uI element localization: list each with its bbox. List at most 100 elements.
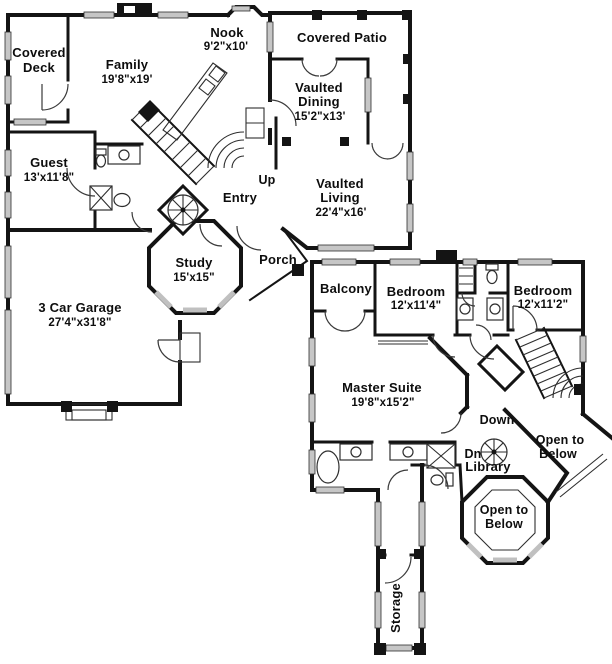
window xyxy=(83,11,115,19)
entry-spiral-stair xyxy=(156,183,210,237)
stair-newel xyxy=(138,100,160,122)
room-label-entry: Entry xyxy=(223,190,258,205)
door-arc xyxy=(423,464,449,490)
room-label-covered-deck-2: Deck xyxy=(23,60,55,75)
room-dims-bedroom-left: 12'x11'4" xyxy=(391,300,441,312)
window xyxy=(231,5,251,12)
room-label-living-2: Living xyxy=(320,190,359,205)
deck-railing xyxy=(555,453,608,498)
stair-label-up: Up xyxy=(258,173,275,187)
sink xyxy=(459,303,471,315)
sink xyxy=(402,446,414,458)
room-dims-living: 22'4"x16' xyxy=(315,207,366,219)
toilet xyxy=(95,154,107,168)
room-dims-nook: 9'2"x10' xyxy=(204,41,249,53)
stoop-post-right xyxy=(107,401,118,412)
window xyxy=(308,449,316,475)
door-arc xyxy=(440,412,462,434)
door-arc xyxy=(157,339,181,363)
room-label-living: Vaulted xyxy=(316,176,364,191)
stair-treads xyxy=(515,327,573,399)
door-arc xyxy=(131,211,153,233)
open-to-below-side: Open to xyxy=(536,433,585,447)
window xyxy=(308,393,316,423)
room-label-garage: 3 Car Garage xyxy=(38,300,121,315)
window xyxy=(317,244,375,252)
room-label-dining-2: Dining xyxy=(298,94,340,109)
garage-stoop-inner xyxy=(71,409,107,421)
window xyxy=(406,203,414,233)
dining-column xyxy=(282,137,291,146)
room-dims-guest: 13'x11'8" xyxy=(24,172,74,184)
open-to-below-octagon-2: Below xyxy=(485,517,523,531)
door-arc xyxy=(384,556,412,584)
window xyxy=(4,245,12,299)
patio-post xyxy=(403,94,412,104)
patio-post xyxy=(402,10,412,20)
cooktop xyxy=(198,65,226,96)
corridor-post xyxy=(376,549,386,559)
window xyxy=(13,118,47,126)
library-windows xyxy=(466,542,544,563)
patio-post xyxy=(312,10,322,20)
stair-winders xyxy=(207,131,245,169)
room-dims-dining: 15'2"x13' xyxy=(294,111,345,123)
window xyxy=(266,21,274,53)
plant-shelf xyxy=(378,340,428,345)
room-dims-study: 15'x15" xyxy=(173,272,215,284)
garage-side-landing xyxy=(179,332,201,363)
room-dims-garage: 27'4"x31'8" xyxy=(48,317,111,329)
toilet-tank xyxy=(95,148,107,156)
closet-diamond xyxy=(476,343,526,393)
porch-post xyxy=(292,264,304,276)
garage-stoop-outer xyxy=(65,403,113,421)
open-to-below-octagon: Open to xyxy=(480,503,529,517)
window xyxy=(418,591,426,629)
toilet-tank xyxy=(485,263,499,271)
window xyxy=(157,11,189,19)
room-label-nook: Nook xyxy=(210,25,244,40)
shower-x xyxy=(426,443,456,469)
window xyxy=(374,591,382,629)
kitchen-island xyxy=(162,62,228,141)
room-dims-master-suite: 19'8"x15'2" xyxy=(351,397,414,409)
room-label-porch: Porch xyxy=(259,252,297,267)
sink xyxy=(118,149,130,161)
closet-shelves xyxy=(459,267,473,285)
window xyxy=(321,258,357,266)
window xyxy=(517,258,553,266)
storage-post xyxy=(374,643,386,655)
open-to-below-side-2: Below xyxy=(539,447,577,461)
door-arc xyxy=(301,58,338,77)
laundry-sink xyxy=(113,192,131,208)
window xyxy=(4,191,12,219)
window xyxy=(4,75,12,105)
stoop-post-left xyxy=(61,401,72,412)
door-arc xyxy=(432,334,456,358)
room-label-master-suite: Master Suite xyxy=(342,380,422,395)
window xyxy=(418,501,426,547)
window xyxy=(389,258,421,266)
door-arc xyxy=(387,469,409,491)
toilet xyxy=(486,269,498,285)
room-dims-family: 19'8"x19' xyxy=(101,74,152,86)
spiral-stair-center xyxy=(491,449,497,455)
window xyxy=(308,337,316,367)
window xyxy=(462,258,478,266)
door-arc xyxy=(371,142,404,160)
door-arc xyxy=(66,167,96,197)
window xyxy=(374,501,382,547)
study-octagon xyxy=(147,219,243,315)
second-floor-plan: Balcony Bedroom 12'x11'4" Bedroom 12'x11… xyxy=(308,250,612,655)
room-label-family: Family xyxy=(106,57,149,72)
room-label-bedroom-right: Bedroom xyxy=(514,283,572,298)
library-spiral-stair xyxy=(480,438,508,466)
spiral-stair-spokes xyxy=(168,195,198,225)
door-arc xyxy=(469,334,495,360)
door-arc xyxy=(236,225,262,251)
window xyxy=(4,31,12,61)
room-label-guest: Guest xyxy=(30,155,68,170)
window xyxy=(4,149,12,177)
door-arc xyxy=(475,324,492,341)
